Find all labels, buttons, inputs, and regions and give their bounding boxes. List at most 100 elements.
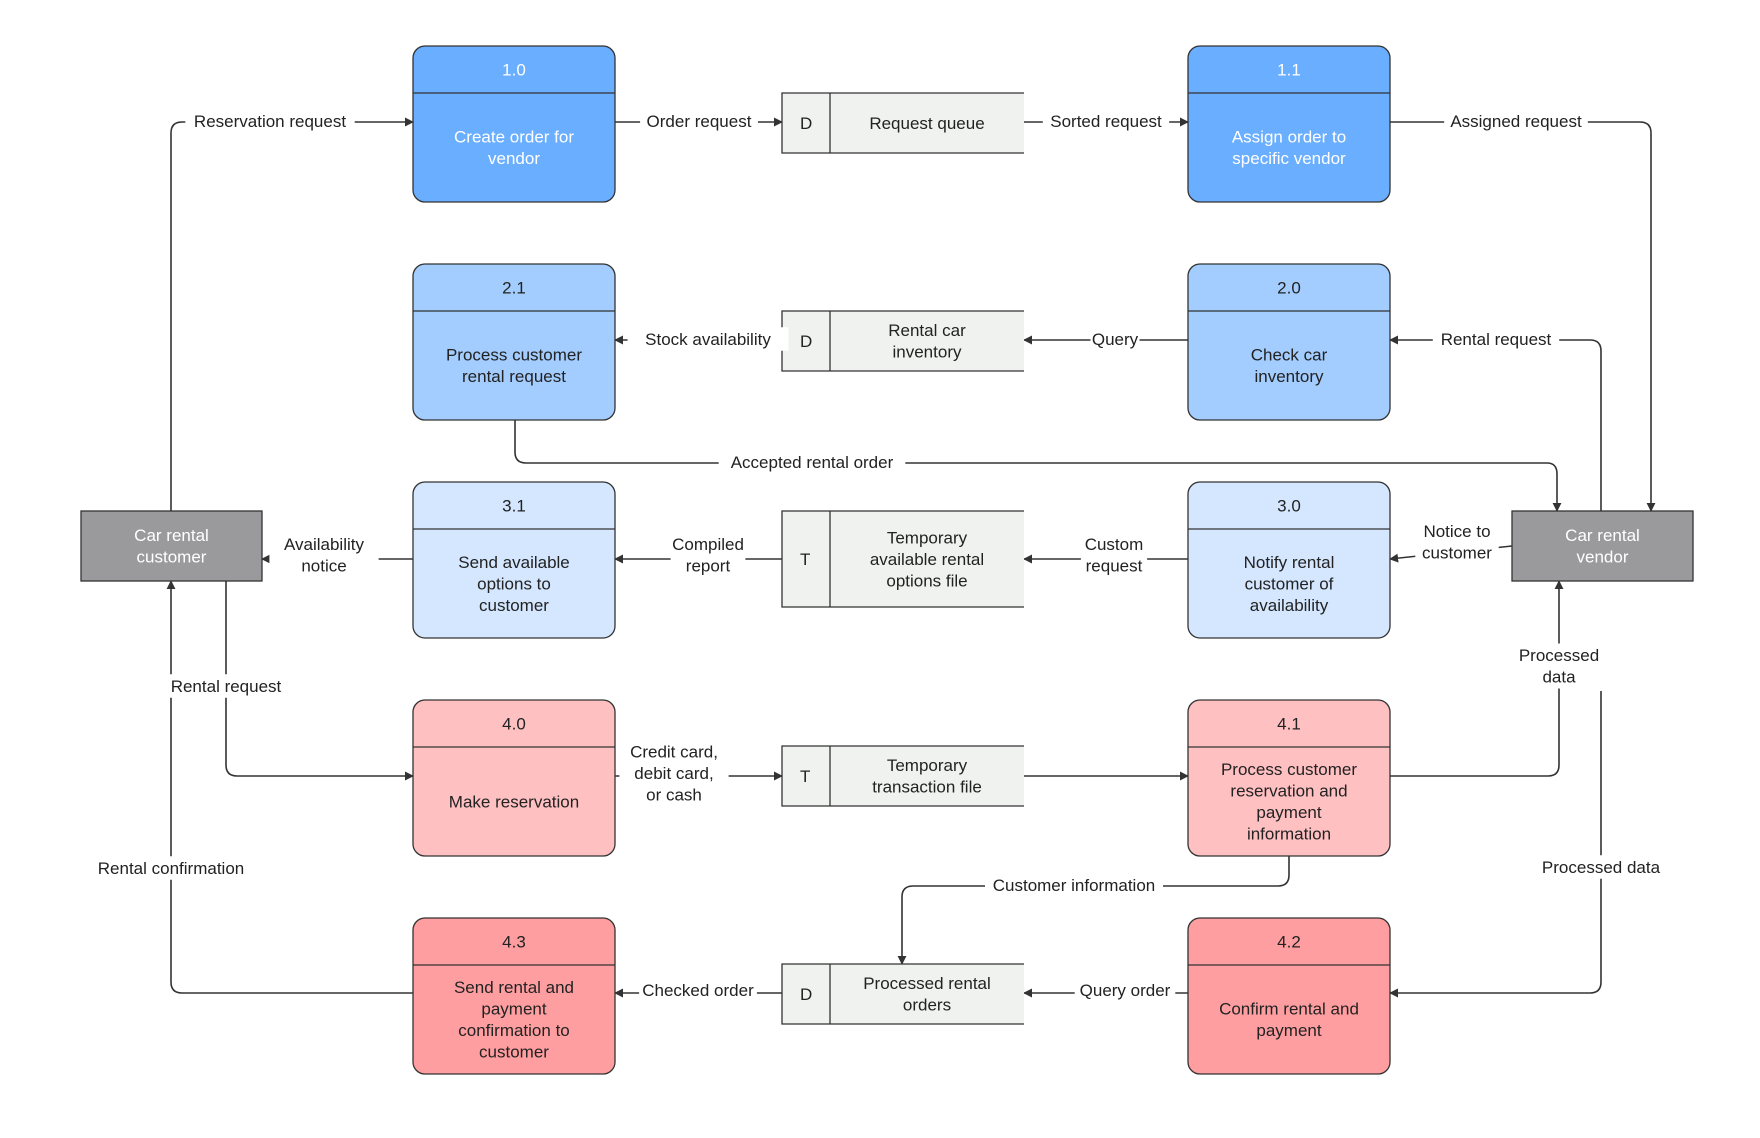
store-outline: [781, 963, 1024, 1025]
store-fill: [782, 746, 1024, 806]
flow-label-text: Sorted request: [1050, 112, 1162, 131]
flow-rental-request: [1389, 335, 1602, 511]
flow-label-background: [670, 532, 746, 578]
flow-label: Reservation request: [185, 109, 355, 133]
flow-arrow: [1390, 580, 1564, 777]
data-store-request-queue: D Request queue: [781, 92, 1024, 154]
store-code: D: [800, 114, 812, 133]
flow-label-text: Accepted rental order: [731, 453, 894, 472]
flow-label-background: [185, 109, 355, 133]
process-box: [1187, 263, 1391, 421]
flow-arrow: [1390, 121, 1656, 512]
store-fill: [782, 93, 1024, 153]
process-number: 4.2: [1277, 933, 1301, 952]
flow-label-text: Query order: [1080, 981, 1171, 1000]
store-label: Request queue: [869, 114, 984, 133]
flow-label: Query order: [1074, 978, 1176, 1002]
process-box: [412, 263, 616, 421]
flow-rental-request: [225, 581, 414, 781]
flow-label-text: Assigned request: [1450, 112, 1582, 131]
flow-label-text: Rental request: [171, 677, 282, 696]
entity-box: [1511, 510, 1694, 582]
store-outline: [781, 745, 1024, 807]
flow-label-text: Order request: [647, 112, 752, 131]
flow-label-background: [1080, 532, 1148, 578]
process-box: [1187, 917, 1391, 1075]
flow-label-background: [640, 109, 758, 133]
flow-label: Processed data: [1537, 855, 1665, 879]
flow-label-background: [639, 978, 757, 1002]
flow-label: Order request: [640, 109, 758, 133]
flow-label-background: [86, 856, 256, 880]
flow-label-background: [162, 674, 290, 698]
store-fill: [782, 964, 1024, 1024]
store-outline: [781, 92, 1024, 154]
process-number: 4.1: [1277, 715, 1301, 734]
flow-label: Sorted request: [1042, 109, 1170, 133]
flow-label-background: [985, 873, 1163, 897]
process-box: [1187, 699, 1391, 857]
process-number: 2.0: [1277, 279, 1301, 298]
flow-label-text: Query: [1092, 330, 1139, 349]
flow-label: Rental request: [1432, 327, 1560, 351]
flow-label-background: [1042, 109, 1170, 133]
flow-label-background: [1537, 855, 1665, 879]
process-box: [412, 699, 616, 857]
flow-arrow: [1389, 335, 1602, 511]
flow-label-background: [718, 450, 906, 474]
flow-label-text: Customer information: [993, 876, 1156, 895]
flow-label: Credit card,debit card,or cash: [619, 739, 729, 807]
process-box: [412, 917, 616, 1075]
store-outline: [781, 510, 1024, 608]
flow-processed-data: [1389, 691, 1602, 998]
flow-processed-data: [1390, 580, 1564, 777]
process-box: [1187, 45, 1391, 203]
store-fill: [782, 311, 1024, 371]
store-fill: [782, 511, 1024, 607]
process-box: [412, 481, 616, 639]
process-number: 4.0: [502, 715, 526, 734]
flow-label: Query: [1090, 327, 1140, 351]
flow-arrow: [1389, 691, 1602, 998]
flow-arrow: [225, 581, 414, 781]
flow-label-text: Stock availability: [645, 330, 771, 349]
flow-label-background: [1444, 109, 1588, 133]
process-box: [412, 45, 616, 203]
flow-arrow: [170, 117, 414, 511]
flow-label: Rental request: [162, 674, 290, 698]
process-number: 4.3: [502, 933, 526, 952]
process-box: [1187, 481, 1391, 639]
flow-label: Checked order: [639, 978, 757, 1002]
process-number: 3.0: [1277, 497, 1301, 516]
